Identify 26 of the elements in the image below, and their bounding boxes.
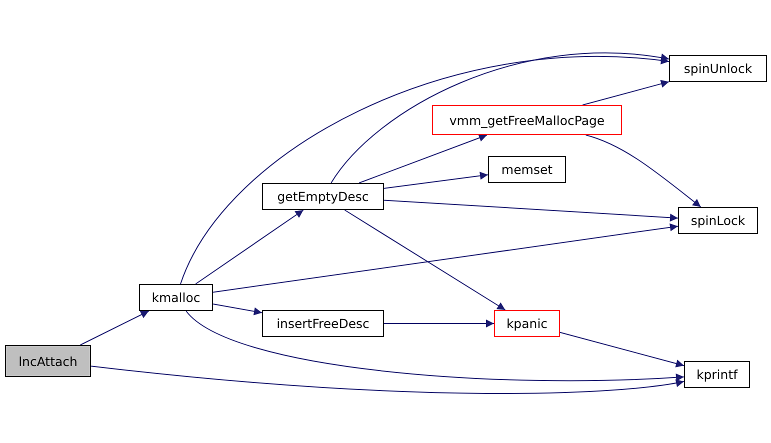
function-box: kprintf bbox=[684, 361, 750, 388]
call-arrow bbox=[582, 80, 670, 106]
function-box: lncAttach bbox=[5, 345, 91, 377]
call-arrow bbox=[195, 210, 304, 284]
function-box: spinUnlock bbox=[669, 55, 767, 82]
call-arrow bbox=[212, 304, 262, 316]
call-arrow bbox=[186, 310, 684, 382]
call-arrow bbox=[80, 310, 150, 346]
call-arrow bbox=[384, 200, 678, 222]
function-box: getEmptyDesc bbox=[262, 183, 384, 210]
call-arrow bbox=[560, 332, 684, 368]
function-box: memset bbox=[488, 156, 566, 183]
function-box: kmalloc bbox=[139, 284, 213, 311]
call-arrow bbox=[384, 320, 494, 328]
call-arrow bbox=[90, 366, 684, 394]
call-arrow bbox=[585, 134, 702, 208]
function-box: vmm_getFreeMallocPage bbox=[432, 105, 622, 135]
call-arrow bbox=[384, 172, 488, 189]
call-arrow bbox=[180, 56, 670, 284]
call-arrow bbox=[358, 134, 488, 184]
function-box: kpanic bbox=[494, 310, 560, 337]
function-box: insertFreeDesc bbox=[262, 310, 384, 337]
call-arrow bbox=[212, 223, 678, 293]
call-arrow bbox=[330, 52, 670, 184]
function-box: spinLock bbox=[678, 207, 758, 234]
call-arrow bbox=[344, 210, 506, 310]
